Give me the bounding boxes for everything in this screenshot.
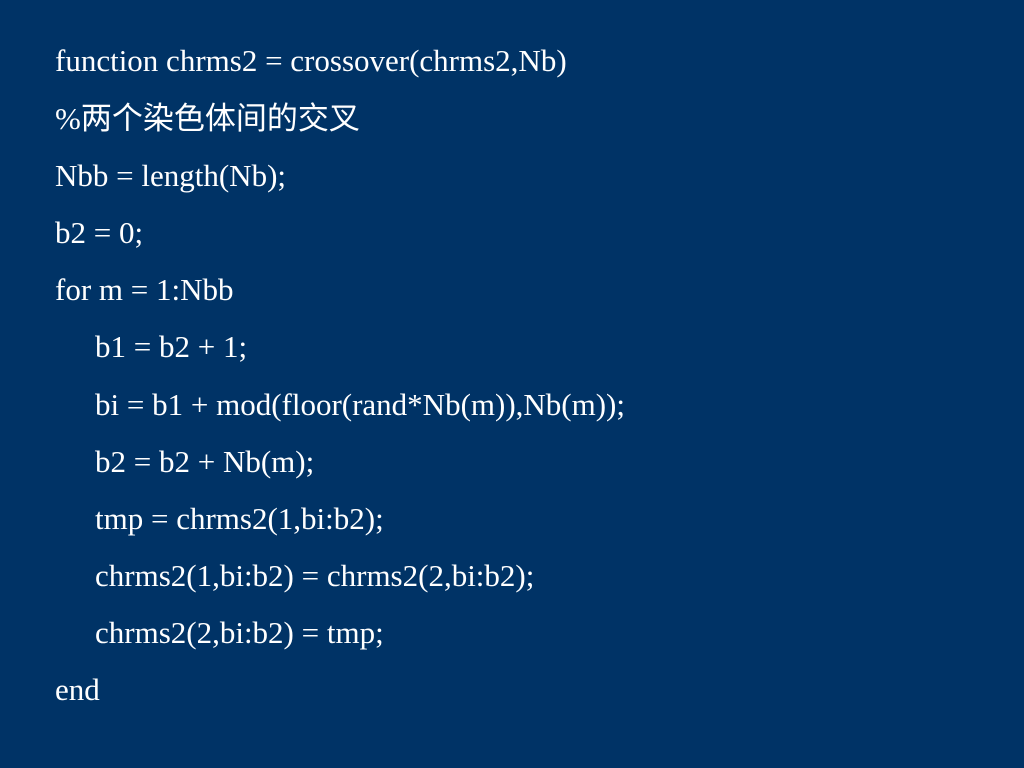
nbb-assignment-line: Nbb = length(Nb); — [55, 158, 287, 193]
for-loop-line: for m = 1:Nbb — [55, 272, 234, 307]
b2-init-line: b2 = 0; — [55, 215, 144, 250]
tmp-assignment-line: tmp = chrms2(1,bi:b2); — [95, 501, 384, 536]
function-declaration-line: function chrms2 = crossover(chrms2,Nb) — [55, 43, 567, 78]
b1-assignment-line: b1 = b2 + 1; — [95, 329, 248, 364]
end-line: end — [55, 672, 100, 707]
bi-assignment-line: bi = b1 + mod(floor(rand*Nb(m)),Nb(m)); — [95, 387, 625, 422]
swap-row2-line: chrms2(2,bi:b2) = tmp; — [95, 615, 384, 650]
swap-row1-line: chrms2(1,bi:b2) = chrms2(2,bi:b2); — [95, 558, 535, 593]
b2-update-line: b2 = b2 + Nb(m); — [95, 444, 315, 479]
comment-line: %两个染色体间的交叉 — [55, 101, 360, 136]
